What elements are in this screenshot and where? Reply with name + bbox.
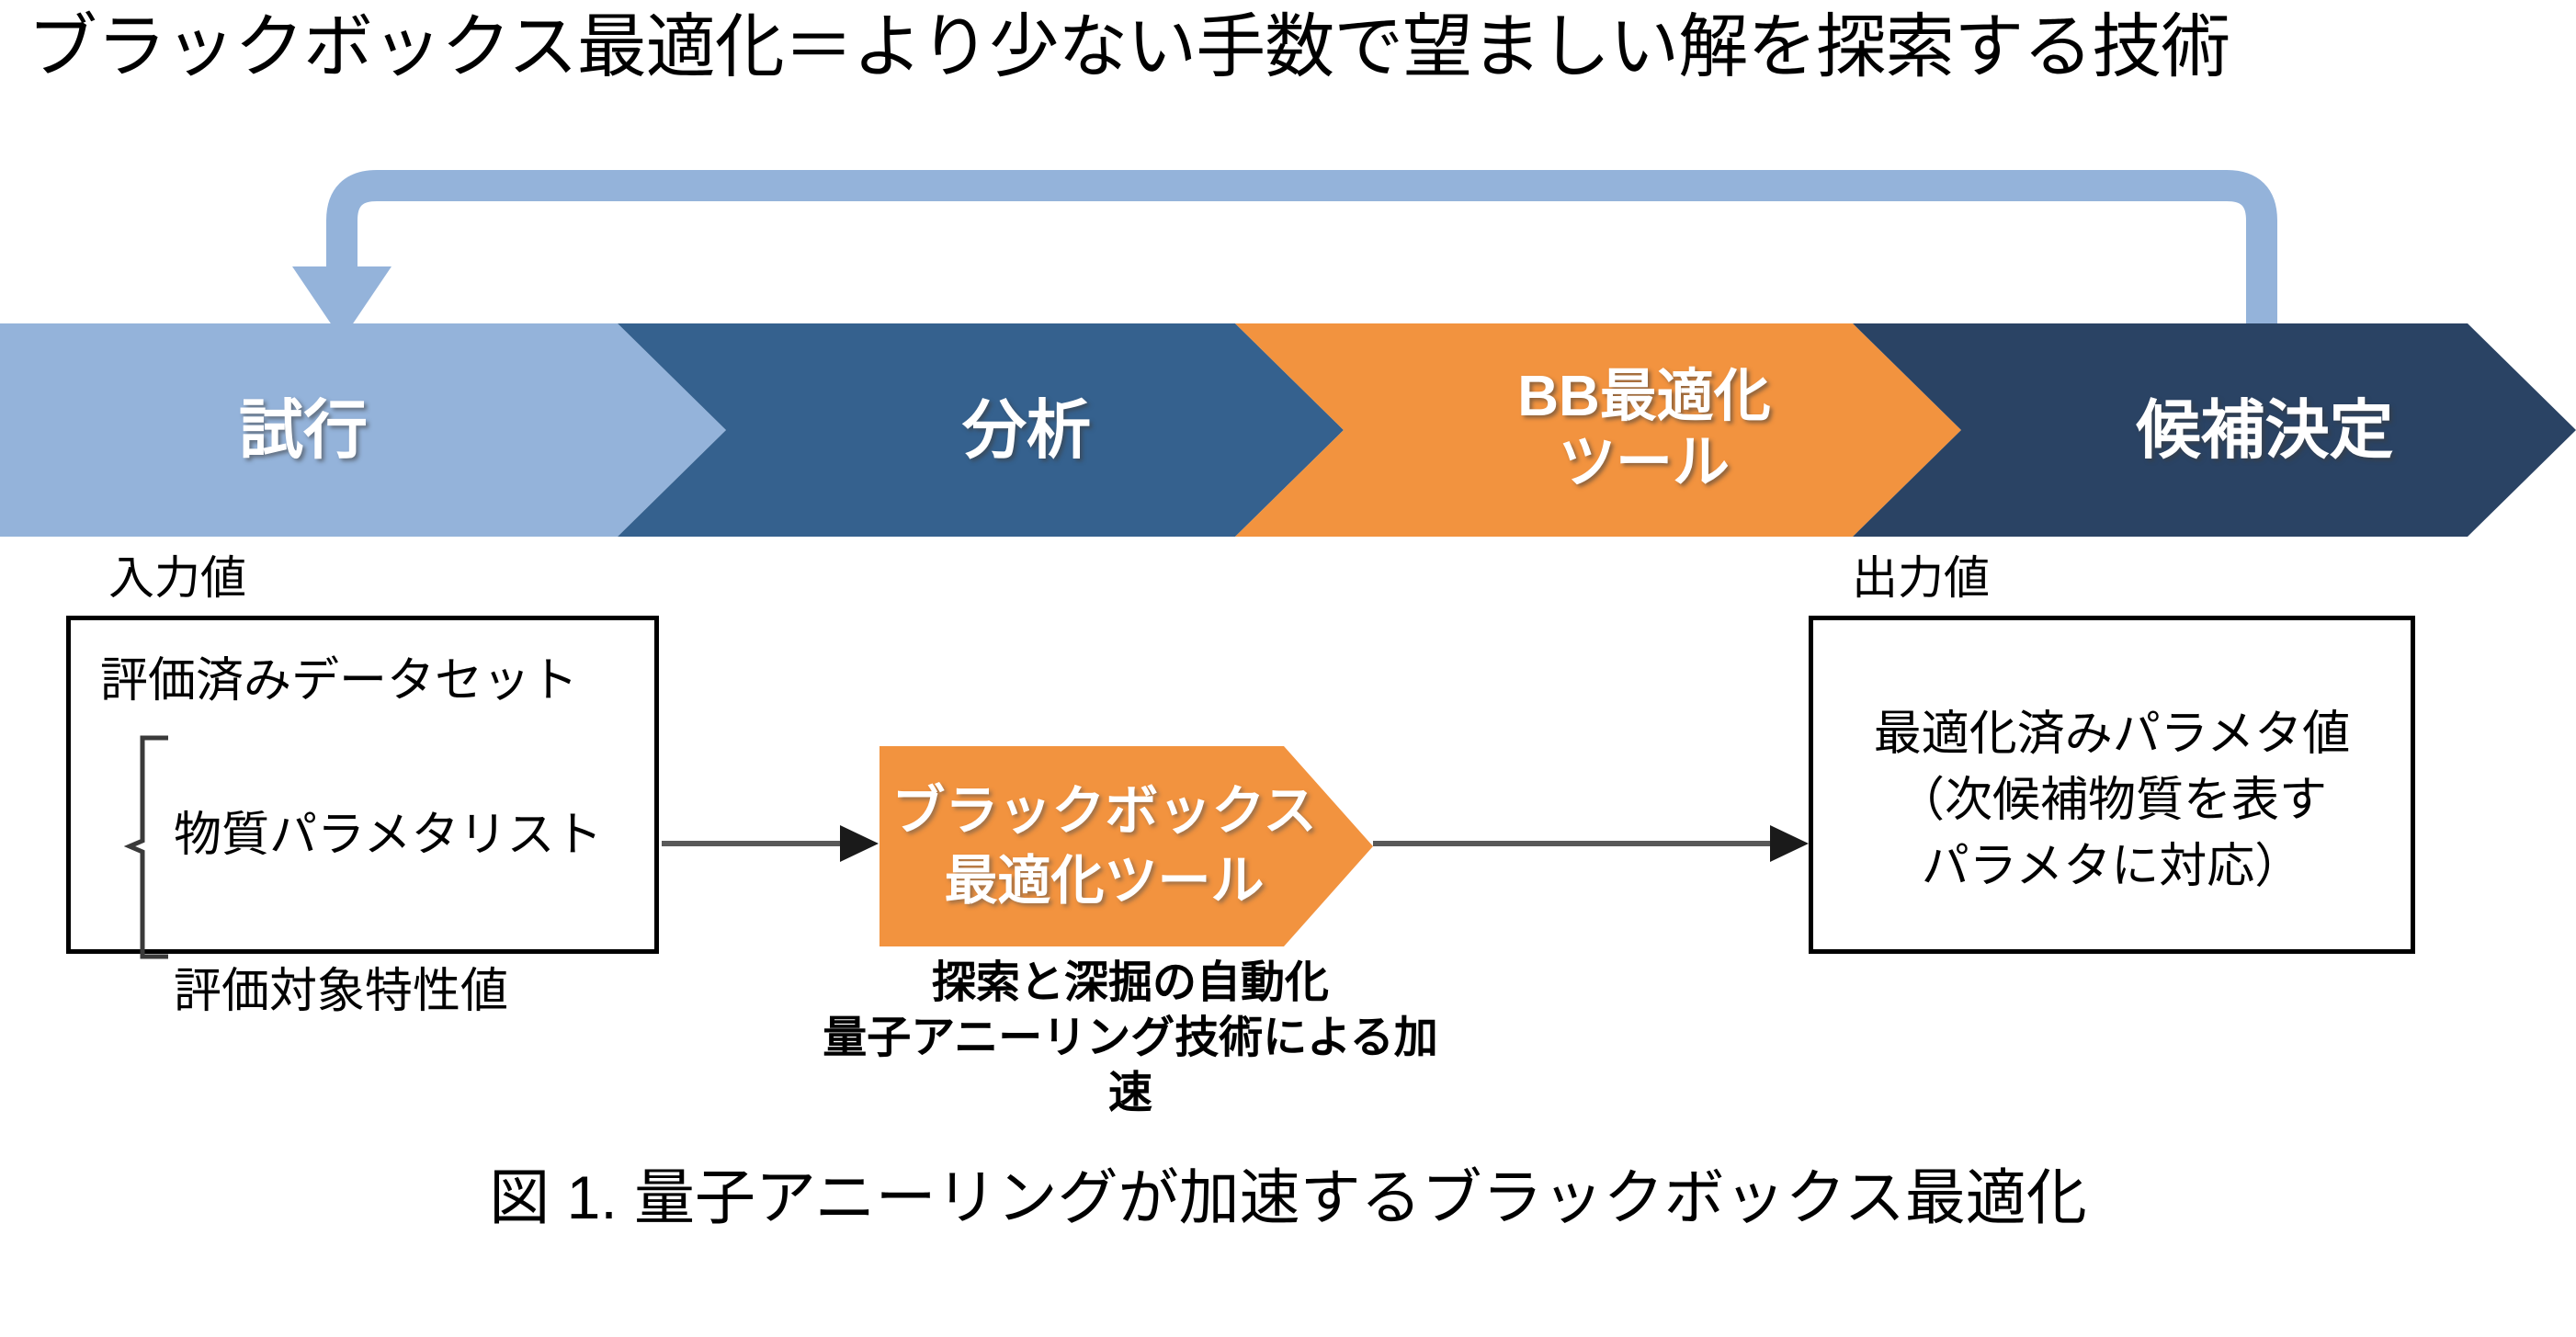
tool-note-text: 探索と深掘の自動化 量子アニーリング技術による加速 [823, 958, 1438, 1117]
figure-caption: 図 1. 量子アニーリングが加速するブラックボックス最適化 [489, 1163, 2087, 1231]
headline-text: ブラックボックス最適化＝より少ない手数で望ましい解を探索する技術 [28, 8, 2230, 86]
process-step-analysis[interactable]: 分析 [618, 323, 1344, 537]
process-step-label: 候補決定 [2136, 394, 2394, 466]
output-box: 最適化済みパラメタ値 （次候補物質を表す パラメタに対応） [1809, 616, 2415, 954]
detail-panel: 入力値 評価済みデータセット 物質パラメタリスト 評価対象特性値 ブラックボック… [0, 551, 2576, 1121]
process-step-bb-optimization-tool[interactable]: BB最適化 ツール [1235, 323, 1961, 537]
process-step-label: 分析 [962, 394, 1091, 466]
input-heading: 評価済みデータセット [100, 654, 579, 708]
process-chevron-bar: 試行 分析 BB最適化 ツール 候補決定 [0, 323, 2576, 537]
input-item-list: 物質パラメタリスト 評価対象特性値 [174, 747, 602, 1118]
blackbox-optimization-tool-shape[interactable]: ブラックボックス 最適化ツール [879, 746, 1373, 946]
process-step-label: BB最適化 ツール [1517, 365, 1771, 494]
process-step-candidate-decision[interactable]: 候補決定 [1853, 323, 2576, 537]
feedback-loop-arrow [292, 170, 2277, 340]
connector-arrows [662, 825, 1809, 862]
input-list-brace [124, 735, 168, 959]
output-text: 最適化済みパラメタ値 （次候補物質を表す パラメタに対応） [1873, 708, 2351, 893]
tool-label: ブラックボックス 最適化ツール [891, 781, 1317, 911]
process-step-label: 試行 [239, 394, 368, 466]
process-step-trial[interactable]: 試行 [0, 323, 726, 537]
input-item: 評価対象特性値 [174, 965, 509, 1018]
input-item: 物質パラメタリスト [174, 809, 603, 862]
input-box: 評価済みデータセット 物質パラメタリスト 評価対象特性値 [66, 616, 659, 1018]
input-box-caption: 入力値 [108, 552, 246, 604]
output-box-caption: 出力値 [1852, 552, 1990, 604]
